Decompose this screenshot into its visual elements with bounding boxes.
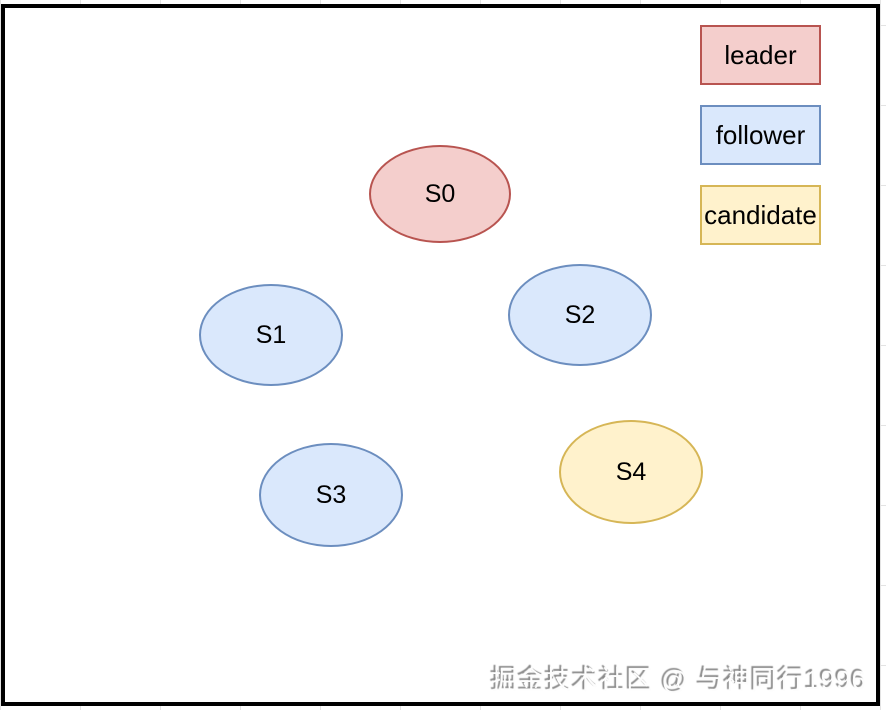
node-s3-follower: S3 (259, 443, 403, 547)
legend-label-leader: leader (724, 39, 797, 70)
node-s0-label: S0 (424, 179, 456, 208)
legend-item-leader: leader (700, 25, 821, 85)
node-s1-label: S1 (255, 320, 287, 349)
legend-item-candidate: candidate (700, 185, 821, 245)
legend-item-follower: follower (700, 105, 821, 165)
node-s2-follower: S2 (508, 264, 652, 366)
legend-label-candidate: candidate (704, 199, 817, 230)
legend-label-follower: follower (715, 119, 806, 150)
watermark: 掘金技术社区 @ 与神同行1996 (491, 665, 867, 695)
node-s1-follower: S1 (199, 284, 343, 386)
node-s4-candidate: S4 (559, 420, 703, 524)
legend: leader follower candidate (700, 25, 821, 265)
node-s2-label: S2 (564, 300, 596, 329)
node-s3-label: S3 (315, 480, 347, 509)
node-s4-label: S4 (615, 457, 647, 486)
node-s0-leader: S0 (369, 145, 511, 243)
